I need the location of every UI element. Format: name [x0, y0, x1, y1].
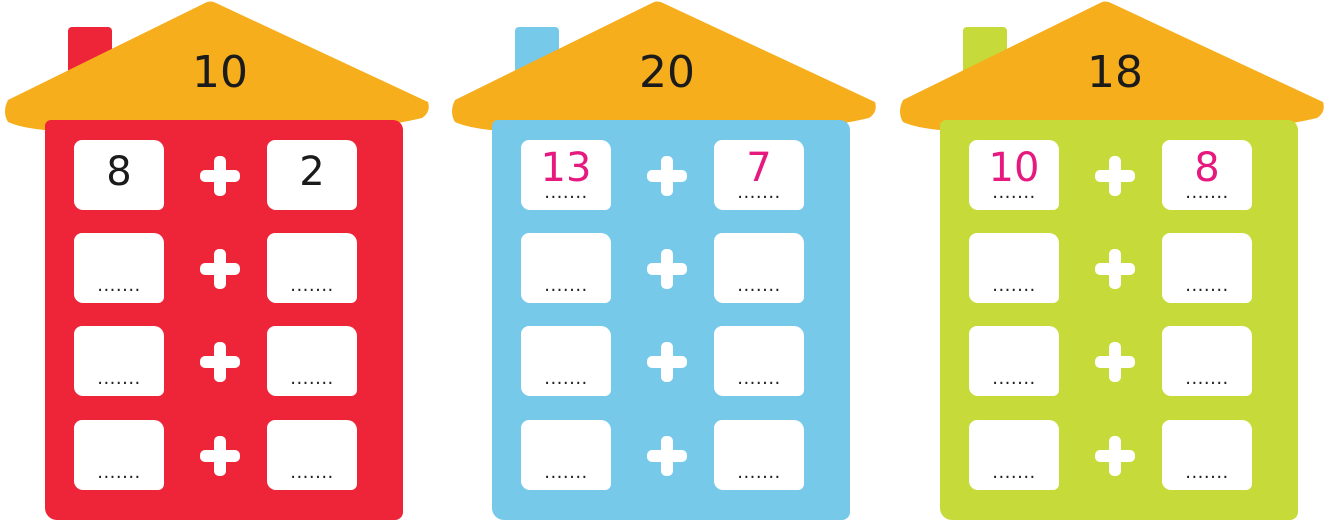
addend-box-right[interactable]: ....... [267, 420, 357, 490]
answer-dots: ....... [1162, 277, 1252, 295]
plus-icon [197, 434, 243, 480]
answer-dots: ....... [969, 464, 1059, 482]
addend-box-right[interactable]: ....... [714, 326, 804, 396]
answer-dots: ....... [267, 464, 357, 482]
addend-box-left[interactable]: 8 [74, 140, 164, 210]
answer-dots: ....... [1162, 370, 1252, 388]
answer-dots: ....... [267, 277, 357, 295]
plus-icon [644, 154, 690, 200]
answer-dots: ....... [74, 464, 164, 482]
sum-row: ....... ....... [969, 326, 1254, 404]
addend-box-left[interactable]: ....... [521, 326, 611, 396]
answer-dots: ....... [74, 370, 164, 388]
answer-dots: ....... [521, 184, 611, 202]
sum-row: 10....... 8....... [969, 140, 1254, 218]
addend-box-right[interactable]: ....... [714, 233, 804, 303]
number-house-3: 18 10....... 8....... ....... ....... ..… [895, 0, 1333, 522]
addend-box-left[interactable]: ....... [521, 420, 611, 490]
addend-box-right[interactable]: 2 [267, 140, 357, 210]
addend-box-right[interactable]: ....... [1162, 326, 1252, 396]
addend-box-right[interactable]: ....... [267, 326, 357, 396]
number-house-1: 10 8 2 ....... ....... ....... ....... .… [0, 0, 440, 522]
answer-dots: ....... [521, 370, 611, 388]
addend-value: 2 [267, 152, 357, 192]
answer-dots: ....... [267, 370, 357, 388]
addend-box-left[interactable]: ....... [969, 233, 1059, 303]
answer-dots: ....... [714, 277, 804, 295]
addend-value: 8 [74, 152, 164, 192]
addend-box-right[interactable]: ....... [1162, 420, 1252, 490]
plus-icon [1092, 434, 1138, 480]
addend-box-left[interactable]: ....... [74, 233, 164, 303]
house-total: 10 [0, 51, 440, 95]
sum-row: ....... ....... [74, 233, 359, 311]
answer-dots: ....... [521, 277, 611, 295]
sum-row: 8 2 [74, 140, 359, 218]
answer-dots: ....... [714, 184, 804, 202]
answer-dots: ....... [521, 464, 611, 482]
addend-box-right[interactable]: 7....... [714, 140, 804, 210]
plus-icon [644, 247, 690, 293]
addend-box-left[interactable]: 10....... [969, 140, 1059, 210]
addend-box-left[interactable]: ....... [521, 233, 611, 303]
house-total: 20 [447, 51, 887, 95]
sum-row: ....... ....... [521, 420, 806, 498]
plus-icon [197, 154, 243, 200]
number-house-2: 20 13....... 7....... ....... ....... ..… [447, 0, 887, 522]
answer-dots: ....... [1162, 464, 1252, 482]
addend-box-left[interactable]: ....... [74, 420, 164, 490]
sum-row: ....... ....... [969, 420, 1254, 498]
answer-dots: ....... [714, 370, 804, 388]
addend-box-left[interactable]: ....... [969, 420, 1059, 490]
plus-icon [1092, 154, 1138, 200]
plus-icon [197, 340, 243, 386]
answer-dots: ....... [1162, 184, 1252, 202]
addend-box-left[interactable]: ....... [969, 326, 1059, 396]
answer-dots: ....... [969, 370, 1059, 388]
sum-row: ....... ....... [521, 326, 806, 404]
addend-box-right[interactable]: ....... [1162, 233, 1252, 303]
plus-icon [197, 247, 243, 293]
addend-box-right[interactable]: ....... [714, 420, 804, 490]
addend-box-right[interactable]: ....... [267, 233, 357, 303]
sum-row: ....... ....... [969, 233, 1254, 311]
addend-box-left[interactable]: ....... [74, 326, 164, 396]
answer-dots: ....... [969, 277, 1059, 295]
addend-box-right[interactable]: 8....... [1162, 140, 1252, 210]
plus-icon [644, 340, 690, 386]
sum-row: ....... ....... [521, 233, 806, 311]
house-total: 18 [895, 51, 1333, 95]
sum-row: ....... ....... [74, 420, 359, 498]
plus-icon [1092, 340, 1138, 386]
sum-row: 13....... 7....... [521, 140, 806, 218]
sum-row: ....... ....... [74, 326, 359, 404]
plus-icon [644, 434, 690, 480]
answer-dots: ....... [714, 464, 804, 482]
addend-box-left[interactable]: 13....... [521, 140, 611, 210]
answer-dots: ....... [969, 184, 1059, 202]
plus-icon [1092, 247, 1138, 293]
answer-dots: ....... [74, 277, 164, 295]
